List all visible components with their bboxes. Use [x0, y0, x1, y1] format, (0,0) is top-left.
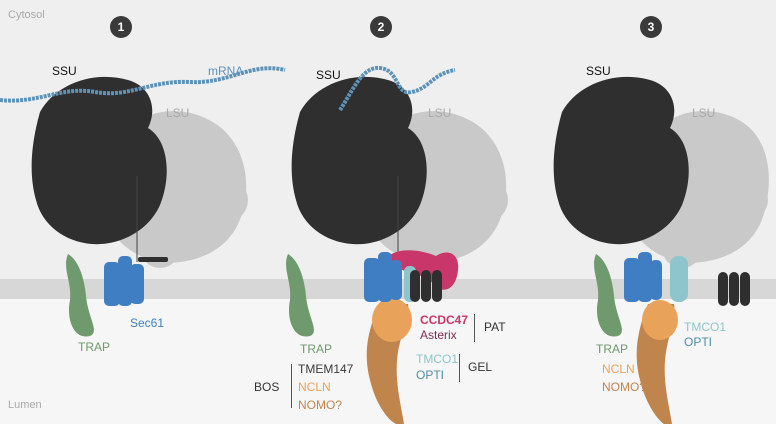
panel-1-number: 1 [110, 16, 132, 38]
panel-3-ncln-shape [642, 300, 678, 340]
panel-1-trap-label: TRAP [78, 340, 111, 354]
panel-3-graphic [553, 76, 769, 424]
panel-2-ssu-label: SSU [316, 68, 341, 82]
gel-bracket [459, 354, 460, 382]
panel-3-opti-label: OPTI [684, 335, 713, 349]
panel-2-number: 2 [370, 16, 392, 38]
panel-3-trap-shape [594, 254, 622, 337]
panel-1-mrna-strand [0, 66, 286, 103]
panel-1-ssu [31, 76, 167, 245]
panel-2-sec61-shape [364, 252, 402, 302]
asterix-label: Asterix [420, 328, 457, 342]
pat-bracket [474, 314, 475, 342]
tmem147-label: TMEM147 [298, 362, 354, 376]
panel-2-ssu [291, 76, 427, 245]
panel-3-number: 3 [640, 16, 662, 38]
panel-3-tmco1-shape [670, 256, 688, 302]
panel-3-nomo-label: NOMO? [602, 380, 647, 394]
opti-label: OPTI [416, 368, 445, 382]
panel-1-sec61-label: Sec61 [130, 316, 165, 330]
panel-1-trap-shape [66, 254, 94, 337]
panel-1-graphic [0, 66, 286, 337]
ccdc47-label: CCDC47 [420, 313, 469, 327]
panel-2-mrna-strand [338, 65, 456, 112]
panel-2-lsu-label: LSU [428, 106, 452, 120]
gel-label: GEL [468, 360, 493, 374]
panel-2-trap-shape [286, 254, 314, 337]
bos-label: BOS [254, 380, 280, 394]
panel-3-ssu-label: SSU [586, 64, 611, 78]
panel-3-sec61-shape [624, 252, 662, 302]
panel-1-sec61-shape [104, 256, 144, 306]
panel-3-tmco1-label: TMCO1 [684, 320, 726, 334]
panel-1-mrna-label: mRNA [208, 64, 244, 78]
panel-3-lsu-label: LSU [692, 106, 716, 120]
panel-2-graphic [286, 65, 508, 424]
bos-bracket [291, 364, 292, 408]
panel-3-ssu [553, 76, 689, 245]
tmco1-label: TMCO1 [416, 352, 458, 366]
ncln-label: NCLN [298, 380, 331, 394]
panel-1-ssu-label: SSU [52, 64, 77, 78]
panel-3-ncln-label: NCLN [602, 362, 635, 376]
panel-2-ncln-shape [372, 298, 412, 342]
panel-3-trap-label: TRAP [596, 342, 629, 356]
cytosol-label: Cytosol [8, 9, 45, 21]
panel-1-lsu-label: LSU [166, 106, 190, 120]
panel-2-trap-label: TRAP [300, 342, 333, 356]
panel-2-gel-shape [404, 266, 442, 302]
nomo-label: NOMO? [298, 398, 343, 412]
lumen-label: Lumen [8, 399, 42, 411]
panel-3-pat-shape [718, 272, 750, 306]
pat-label: PAT [484, 320, 506, 334]
